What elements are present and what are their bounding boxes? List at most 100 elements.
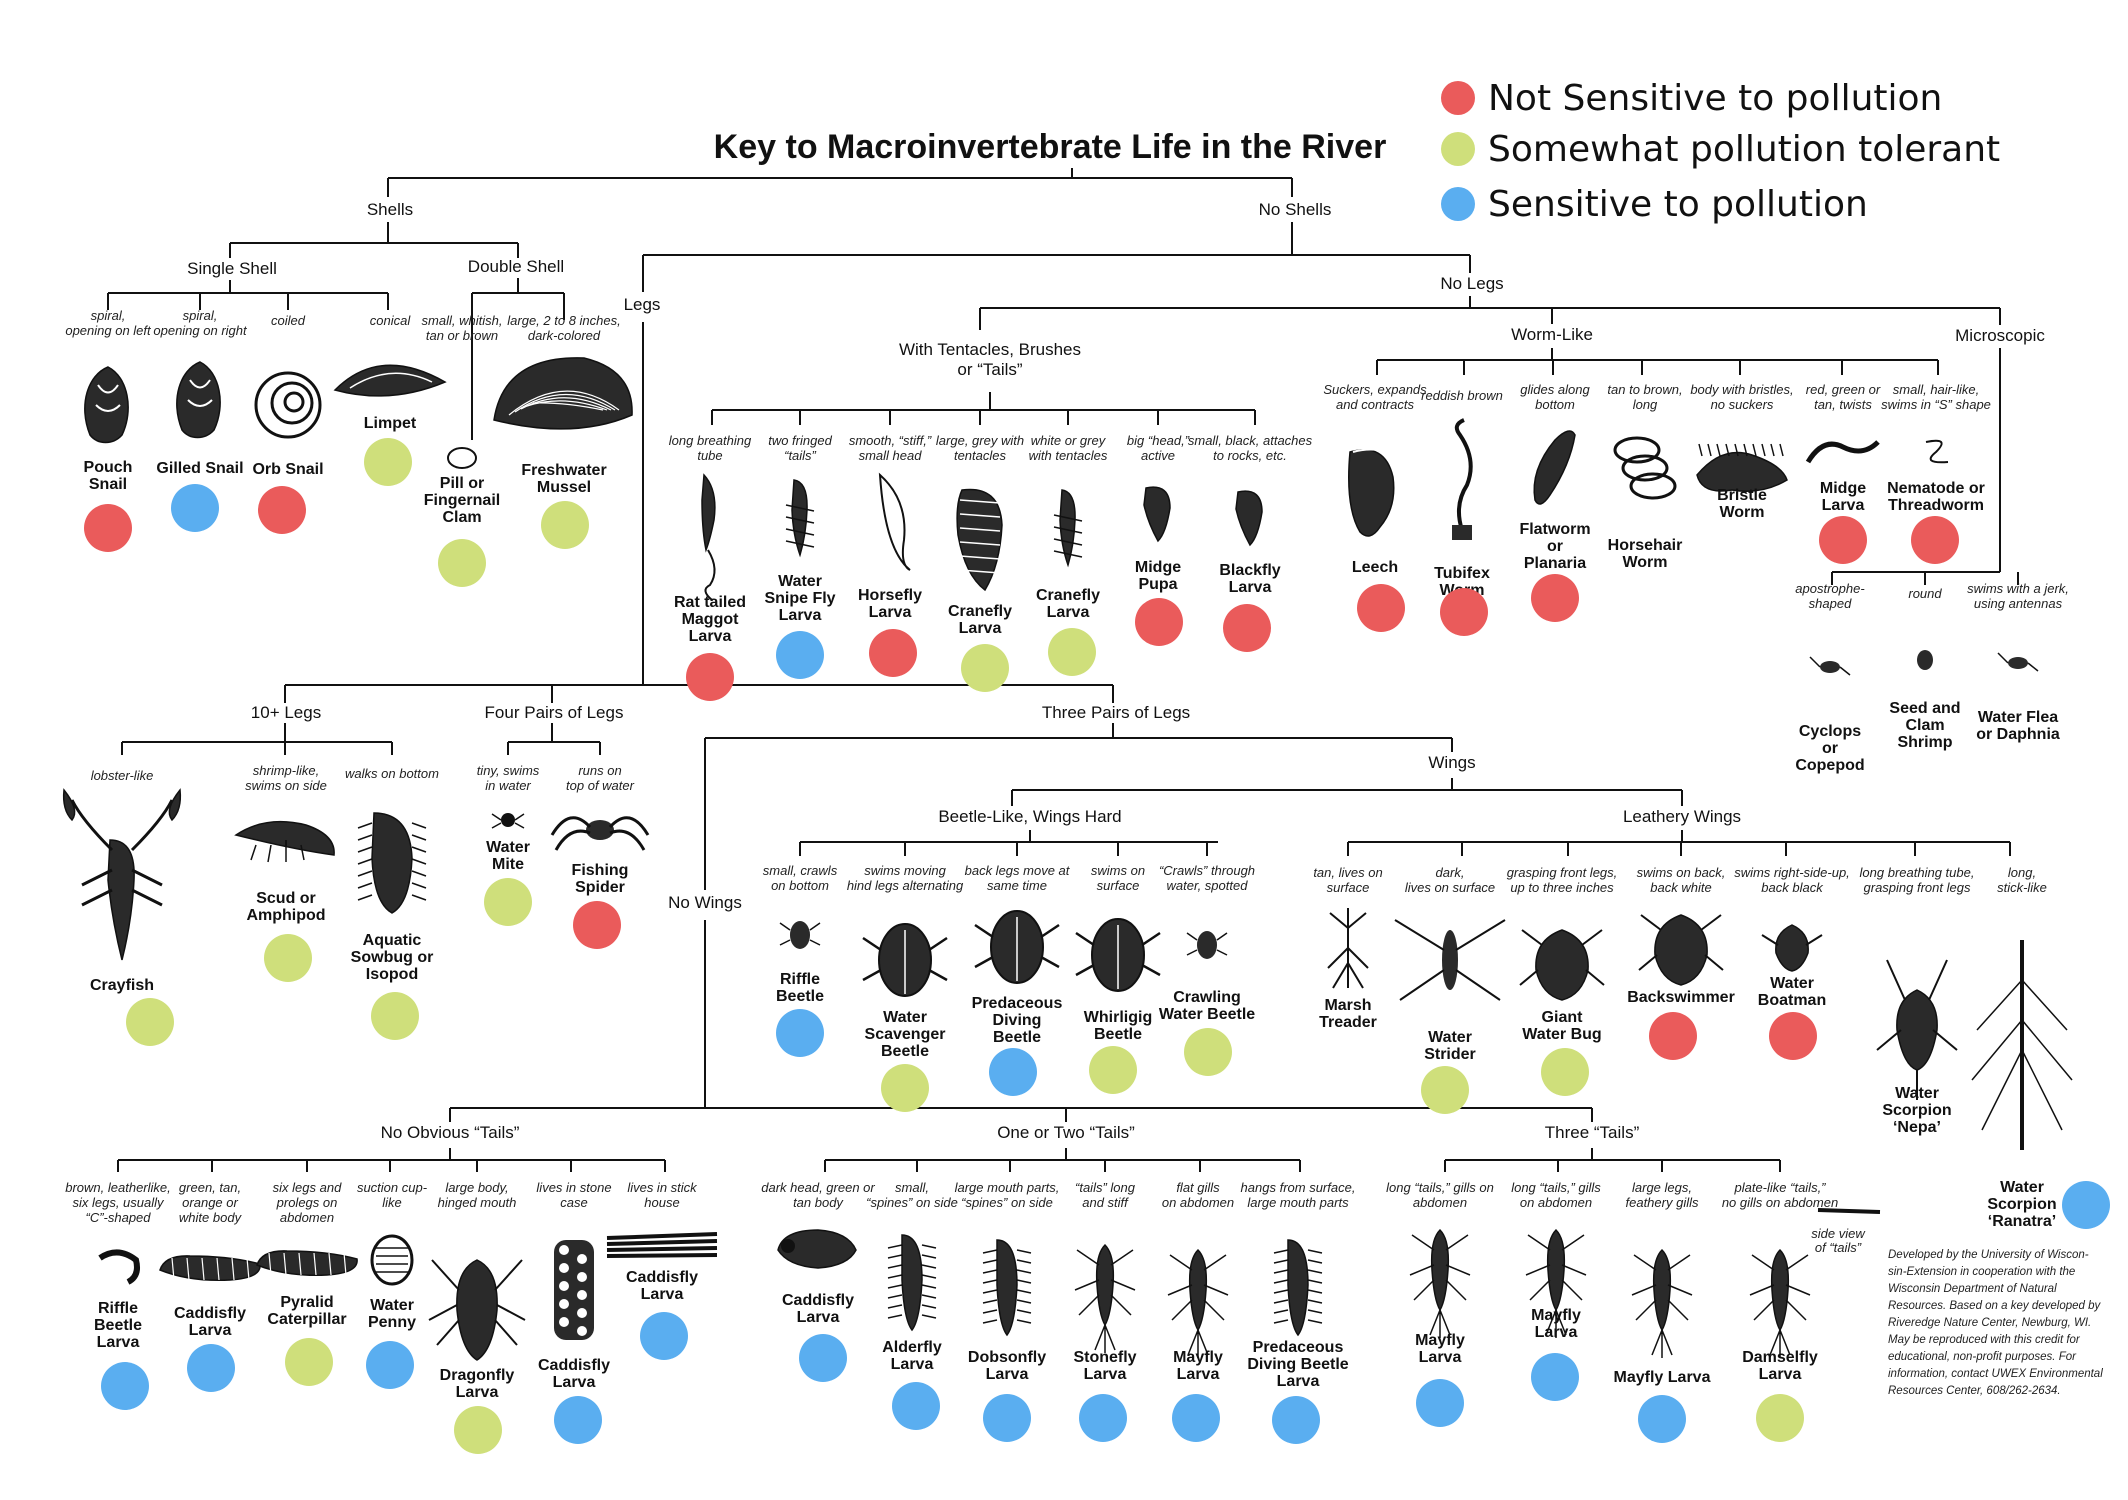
legend-label: Sensitive to pollution [1488,184,1868,225]
diagram-title: Key to Macroinvertebrate Life in the Riv… [714,128,1387,166]
organism-illustrations [62,357,2073,1361]
organism-illustration-icon [1327,908,1369,989]
organism-illustration-icon [491,813,525,829]
legend-dot [1441,132,1475,166]
sensitivity-dot [541,501,589,549]
organism-illustration-icon [1235,490,1263,547]
sensitivity-dot [1079,1394,1127,1442]
sensitivity-dot [1440,588,1488,636]
organism-illustration-icon [1525,1228,1587,1338]
organism-desc: dark,lives on surface [1405,865,1495,895]
organism-desc: shrimp-like,swims on side [245,763,327,793]
sensitivity-dot [264,934,312,982]
sensitivity-dots [84,438,2110,1454]
node-legs: Legs [624,295,661,314]
organism-illustration-icon [1167,1248,1229,1358]
sensitivity-dot [640,1312,688,1360]
organism-illustration-icon [1452,418,1473,540]
organism-desc: spiral,opening on left [65,308,152,338]
sensitivity-dot [1089,1046,1137,1094]
organism-illustration-icon [62,788,182,961]
node-microscopic: Microscopic [1955,326,2045,345]
sensitivity-dot [454,1406,502,1454]
organism-desc: grasping front legs,up to three inches [1507,865,1618,895]
organism-illustration-icon [1074,1243,1136,1353]
organism-illustration-icon [1696,443,1788,492]
sensitivity-dot [187,1344,235,1392]
node-three-pairs: Three Pairs of Legs [1042,703,1190,722]
organism-illustration-icon [1761,924,1823,972]
organism-illustration-icon [1394,919,1506,1001]
sensitivity-dot [776,631,824,679]
organism-illustration-icon [1917,650,1933,670]
organism-illustration-icon [1749,1248,1811,1358]
organism-illustration-icon [84,366,129,444]
tree-connectors [107,168,2019,1172]
organism-desc: walks on bottom [345,766,439,781]
organism-illustration-icon [1186,931,1228,959]
organism-desc: small,“spines” on side [866,1180,958,1210]
organism-desc: body with bristles,no suckers [1690,382,1793,412]
sensitivity-dot [371,992,419,1040]
sensitivity-dot [869,629,917,677]
legend-dot [1441,187,1475,221]
organism-desc: small, hair-like,swims in “S” shape [1881,382,1991,412]
node-no-tails: No Obvious “Tails” [381,1123,520,1142]
node-no-shells: No Shells [1259,200,1332,219]
sensitivity-dot [1769,1012,1817,1060]
sensitivity-dot [1531,1353,1579,1401]
sensitivity-dot [881,1064,929,1112]
organism-illustration-icon [1997,652,2039,672]
node-wings: Wings [1428,753,1475,772]
organism-illustration-icon [777,1229,857,1269]
node-no-wings: No Wings [668,893,742,912]
sensitivity-dot [989,1048,1037,1096]
organism-desc: long breathing tube,grasping front legs [1860,865,1975,895]
sensitivity-dot [171,484,219,532]
organism-illustration-icon [1348,448,1395,537]
sensitivity-dot [126,998,174,1046]
sensitivity-dot [1911,516,1959,564]
node-no-legs: No Legs [1440,274,1503,293]
organism-illustration-icon [974,910,1060,984]
organism-name: Orb Snail [252,461,323,478]
organism-desc: brown, leatherlike,six legs, usually“C”-… [65,1180,171,1225]
organism-illustration-icon [1805,440,1880,464]
organism-illustration-icon [357,812,427,914]
sensitivity-dot [84,504,132,552]
labels: Key to Macroinvertebrate Life in the Riv… [65,128,2103,1401]
sensitivity-dot [799,1334,847,1382]
node-leathery: Leathery Wings [1623,807,1741,826]
organism-desc: apostrophe-shaped [1795,581,1865,611]
sensitivity-dot [1638,1395,1686,1443]
organism-illustration-icon [447,447,477,469]
sensitivity-dot [573,901,621,949]
